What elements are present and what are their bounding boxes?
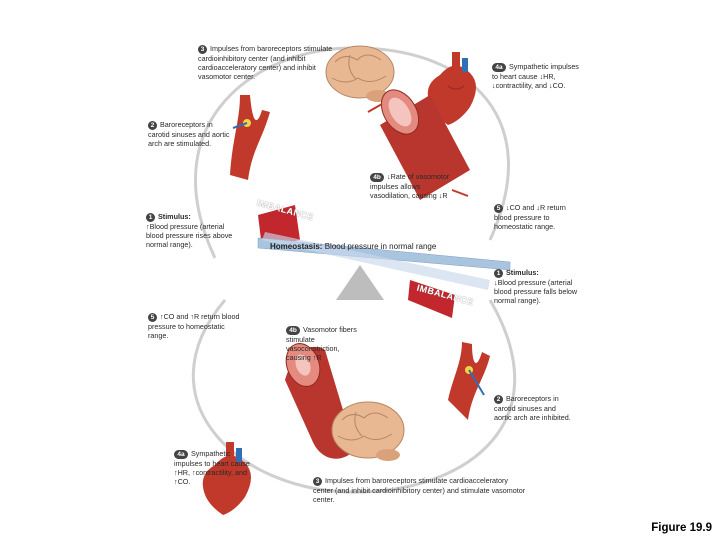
top-step3-text: Impulses from baroreceptors stimulate ca… xyxy=(198,44,333,81)
bottom-step1-title: Stimulus: xyxy=(506,268,539,277)
top-step5-badge: 5 xyxy=(494,203,503,213)
top-step4a-badge: 4a xyxy=(492,62,506,72)
carotid-bottom-icon xyxy=(448,342,490,420)
top-step2-text: Baroreceptors in carotid sinuses and aor… xyxy=(148,120,230,148)
top-step4b-badge: 4b xyxy=(370,172,384,182)
bottom-cycle-loop xyxy=(191,299,517,494)
bottom-step2-badge: 2 xyxy=(494,394,503,404)
bottom-step5-label: 5↑CO and ↑R return blood pressure to hom… xyxy=(148,312,240,340)
top-step1-title: Stimulus: xyxy=(158,212,191,221)
top-step5-label: 5↓CO and ↓R return blood pressure to hom… xyxy=(494,203,579,231)
carotid-top-icon xyxy=(230,95,270,180)
top-step1-badge: 1 xyxy=(146,212,155,222)
top-step1-text: ↑Blood pressure (arterial blood pressure… xyxy=(146,221,233,249)
heart-top-icon xyxy=(427,52,476,125)
brain-top-icon xyxy=(325,45,395,102)
bottom-step4a-badge: 4a xyxy=(174,449,188,459)
top-step5-text: ↓CO and ↓R return blood pressure to home… xyxy=(494,203,566,231)
vessel-dilated-icon xyxy=(367,89,470,200)
homeostasis-text: Blood pressure in normal range xyxy=(324,242,437,251)
bottom-step4a-text: Sympathetic impulses to heart cause ↑HR,… xyxy=(174,449,250,486)
bottom-step3-badge: 3 xyxy=(313,476,322,486)
homeostasis-label: Homeostasis: Blood pressure in normal ra… xyxy=(270,242,436,251)
bottom-step3-text: Impulses from baroreceptors stimulate ca… xyxy=(313,476,526,504)
bottom-step4b-badge: 4b xyxy=(286,325,300,335)
bottom-step5-text: ↑CO and ↑R return blood pressure to home… xyxy=(148,312,240,340)
heart-bottom-icon xyxy=(202,442,251,515)
bottom-step1-text: ↓Blood pressure (arterial blood pressure… xyxy=(494,277,578,305)
homeostasis-seesaw xyxy=(257,205,511,318)
bottom-step4b-text: Vasomotor fibers stimulate vasoconstrict… xyxy=(286,325,357,362)
top-step4b-label: 4b↓Rate of vasomotor impulses allows vas… xyxy=(370,172,455,200)
top-step4b-text: ↓Rate of vasomotor impulses allows vasod… xyxy=(370,172,450,200)
bottom-step1-badge: 1 xyxy=(494,268,503,278)
homeostasis-title: Homeostasis: xyxy=(270,242,323,251)
figure-label: Figure 19.9 xyxy=(651,522,712,534)
brain-bottom-icon xyxy=(331,401,405,461)
top-step3-badge: 3 xyxy=(198,44,207,54)
top-step2-badge: 2 xyxy=(148,120,157,130)
bottom-step5-badge: 5 xyxy=(148,312,157,322)
top-step4a-text: Sympathetic impulses to heart cause ↓HR,… xyxy=(492,62,579,90)
bottom-step2-text: Baroreceptors in carotid sinuses and aor… xyxy=(494,394,571,422)
